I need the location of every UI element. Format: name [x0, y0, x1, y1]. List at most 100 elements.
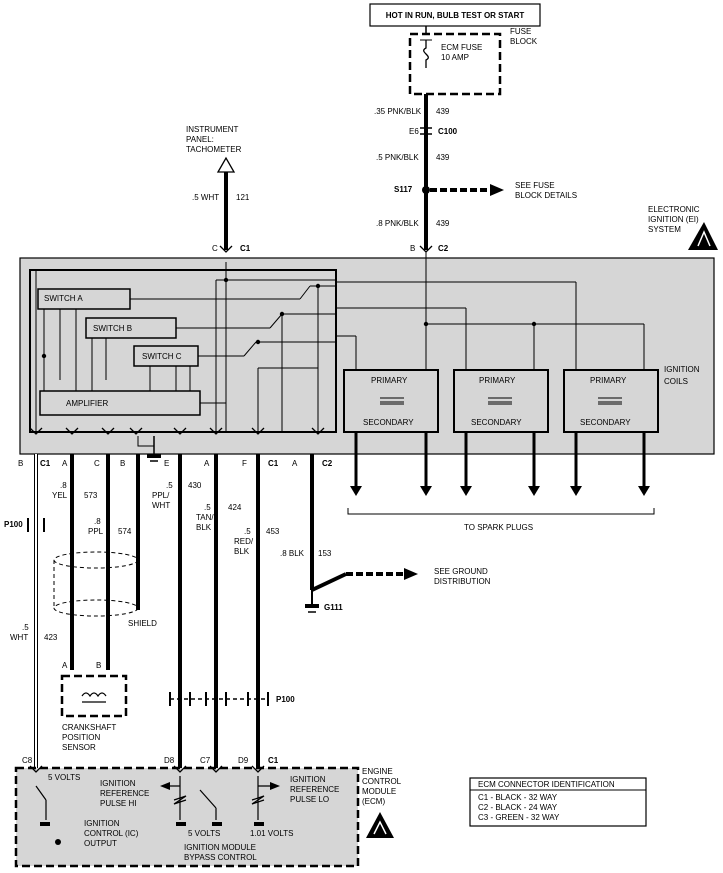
tach-line1: INSTRUMENT [186, 125, 239, 134]
coils-label-2: COILS [664, 377, 688, 386]
pin-b: B [18, 459, 23, 468]
fuse-details-2: BLOCK DETAILS [515, 191, 577, 200]
pin-a2: A [204, 459, 210, 468]
feed-w2-gauge: .5 PNK/BLK [376, 153, 419, 162]
pin-c: C [94, 459, 100, 468]
ei-line2: IGNITION (EI) [648, 215, 699, 224]
pin-b2: B [120, 459, 125, 468]
c100-pin: E6 [409, 127, 419, 136]
tach-line3: TACHOMETER [186, 145, 242, 154]
s117-label: S117 [394, 185, 413, 194]
coil-1-primary: PRIMARY [371, 376, 408, 385]
c100-connector-icon [420, 127, 432, 135]
ground-note-1: SEE GROUND [434, 567, 488, 576]
bypass-2: BYPASS CONTROL [184, 853, 257, 862]
coil-2-primary: PRIMARY [479, 376, 516, 385]
ic-1: IGNITION [84, 819, 120, 828]
p100-connector-icon [169, 692, 269, 706]
spark-plug-leads [354, 432, 646, 490]
ground-dist-arrow-icon [404, 568, 418, 580]
pin-b-conn: C1 [40, 459, 51, 468]
fuse-block-label-1: FUSE [510, 27, 531, 36]
ref-lo-2: REFERENCE [290, 785, 339, 794]
pin-a: A [62, 459, 68, 468]
pplwht-color-2: WHT [152, 501, 170, 510]
coil-3-primary: PRIMARY [590, 376, 627, 385]
shield-ellipses [53, 551, 139, 617]
sensor-line1: CRANKSHAFT [62, 723, 116, 732]
coil-3-secondary: SECONDARY [580, 418, 631, 427]
wht-color: WHT [10, 633, 28, 642]
ecm-id-row-2: C2 - BLACK - 24 WAY [478, 803, 558, 812]
fuse-rating: 10 AMP [441, 53, 469, 62]
sensor-pin-b: B [96, 661, 101, 670]
shield-label: SHIELD [128, 619, 157, 628]
ic-3: OUTPUT [84, 839, 117, 848]
sensor-line3: SENSOR [62, 743, 96, 752]
pin-f-conn: C1 [268, 459, 279, 468]
pin-a-c2: A [292, 459, 298, 468]
ignition-module-inner [29, 269, 337, 433]
fuse-block-label-2: BLOCK [510, 37, 538, 46]
ecm-module-box [14, 766, 360, 868]
blk-gauge: .8 BLK [280, 549, 305, 558]
g111-ground-icon [305, 604, 319, 613]
pin-e: E [164, 459, 169, 468]
switch-c-label: SWITCH C [142, 352, 182, 361]
ecm-pin-c8: C8 [22, 756, 33, 765]
ref-lo-3: PULSE LO [290, 795, 329, 804]
wht-circuit: 423 [44, 633, 58, 642]
redblk-color-2: BLK [234, 547, 250, 556]
sensor-pin-a: A [62, 661, 68, 670]
coil-2-secondary: SECONDARY [471, 418, 522, 427]
tach-line2: PANEL: [186, 135, 214, 144]
ecm-esd-warning-icon [366, 812, 394, 838]
module-ground-icon [147, 436, 161, 462]
ecm-pin-d8: D8 [164, 756, 175, 765]
coil-1-secondary: SECONDARY [363, 418, 414, 427]
ecm-name-3: MODULE [362, 787, 396, 796]
pplwht-circuit: 430 [188, 481, 202, 490]
g111-label: G111 [324, 603, 343, 612]
tach-pin: C [212, 244, 218, 253]
ecm-id-row-1: C1 - BLACK - 32 WAY [478, 793, 558, 802]
pplwht-color-1: PPL/ [152, 491, 170, 500]
feed-pin: B [410, 244, 415, 253]
ecm-name-1: ENGINE [362, 767, 393, 776]
ref-lo-1: IGNITION [290, 775, 326, 784]
yel-color: YEL [52, 491, 68, 500]
ecm-pin-c7: C7 [200, 756, 211, 765]
feed-w2-circuit: 439 [436, 153, 450, 162]
spark-plugs-label: TO SPARK PLUGS [464, 523, 533, 532]
bypass-1: IGNITION MODULE [184, 843, 256, 852]
amplifier-box [39, 390, 201, 416]
ref-hi-3: PULSE HI [100, 799, 136, 808]
feed-w1-circuit: 439 [436, 107, 450, 116]
coil-3: PRIMARY SECONDARY [563, 369, 659, 433]
ic-2: CONTROL (IC) [84, 829, 139, 838]
ref-hi-2: REFERENCE [100, 789, 149, 798]
tanblk-circuit: 424 [228, 503, 242, 512]
fuse-details-1: SEE FUSE [515, 181, 555, 190]
power-header-text: HOT IN RUN, BULB TEST OR START [386, 11, 525, 20]
ecm-pin-c1: C1 [268, 756, 279, 765]
ppl-color: PPL [88, 527, 104, 536]
redblk-gauge: .5 [244, 527, 251, 536]
tach-arrow-icon [216, 156, 236, 173]
wht-gauge: .5 [22, 623, 29, 632]
ecm-5v-b: 5 VOLTS [188, 829, 220, 838]
p100-left: P100 [4, 520, 23, 529]
redblk-color-1: RED/ [234, 537, 254, 546]
tanblk-color-2: BLK [196, 523, 212, 532]
ecm-name-4: (ECM) [362, 797, 385, 806]
fuse-element-icon [423, 40, 429, 68]
blk-circuit: 153 [318, 549, 332, 558]
ei-line3: SYSTEM [648, 225, 681, 234]
switch-a-label: SWITCH A [44, 294, 83, 303]
feed-w3-gauge: .8 PNK/BLK [376, 219, 419, 228]
ecm-connector-id-box [469, 777, 647, 827]
coils-label-1: IGNITION [664, 365, 700, 374]
tanblk-color-1: TAN/ [196, 513, 214, 522]
ref-hi-1: IGNITION [100, 779, 136, 788]
